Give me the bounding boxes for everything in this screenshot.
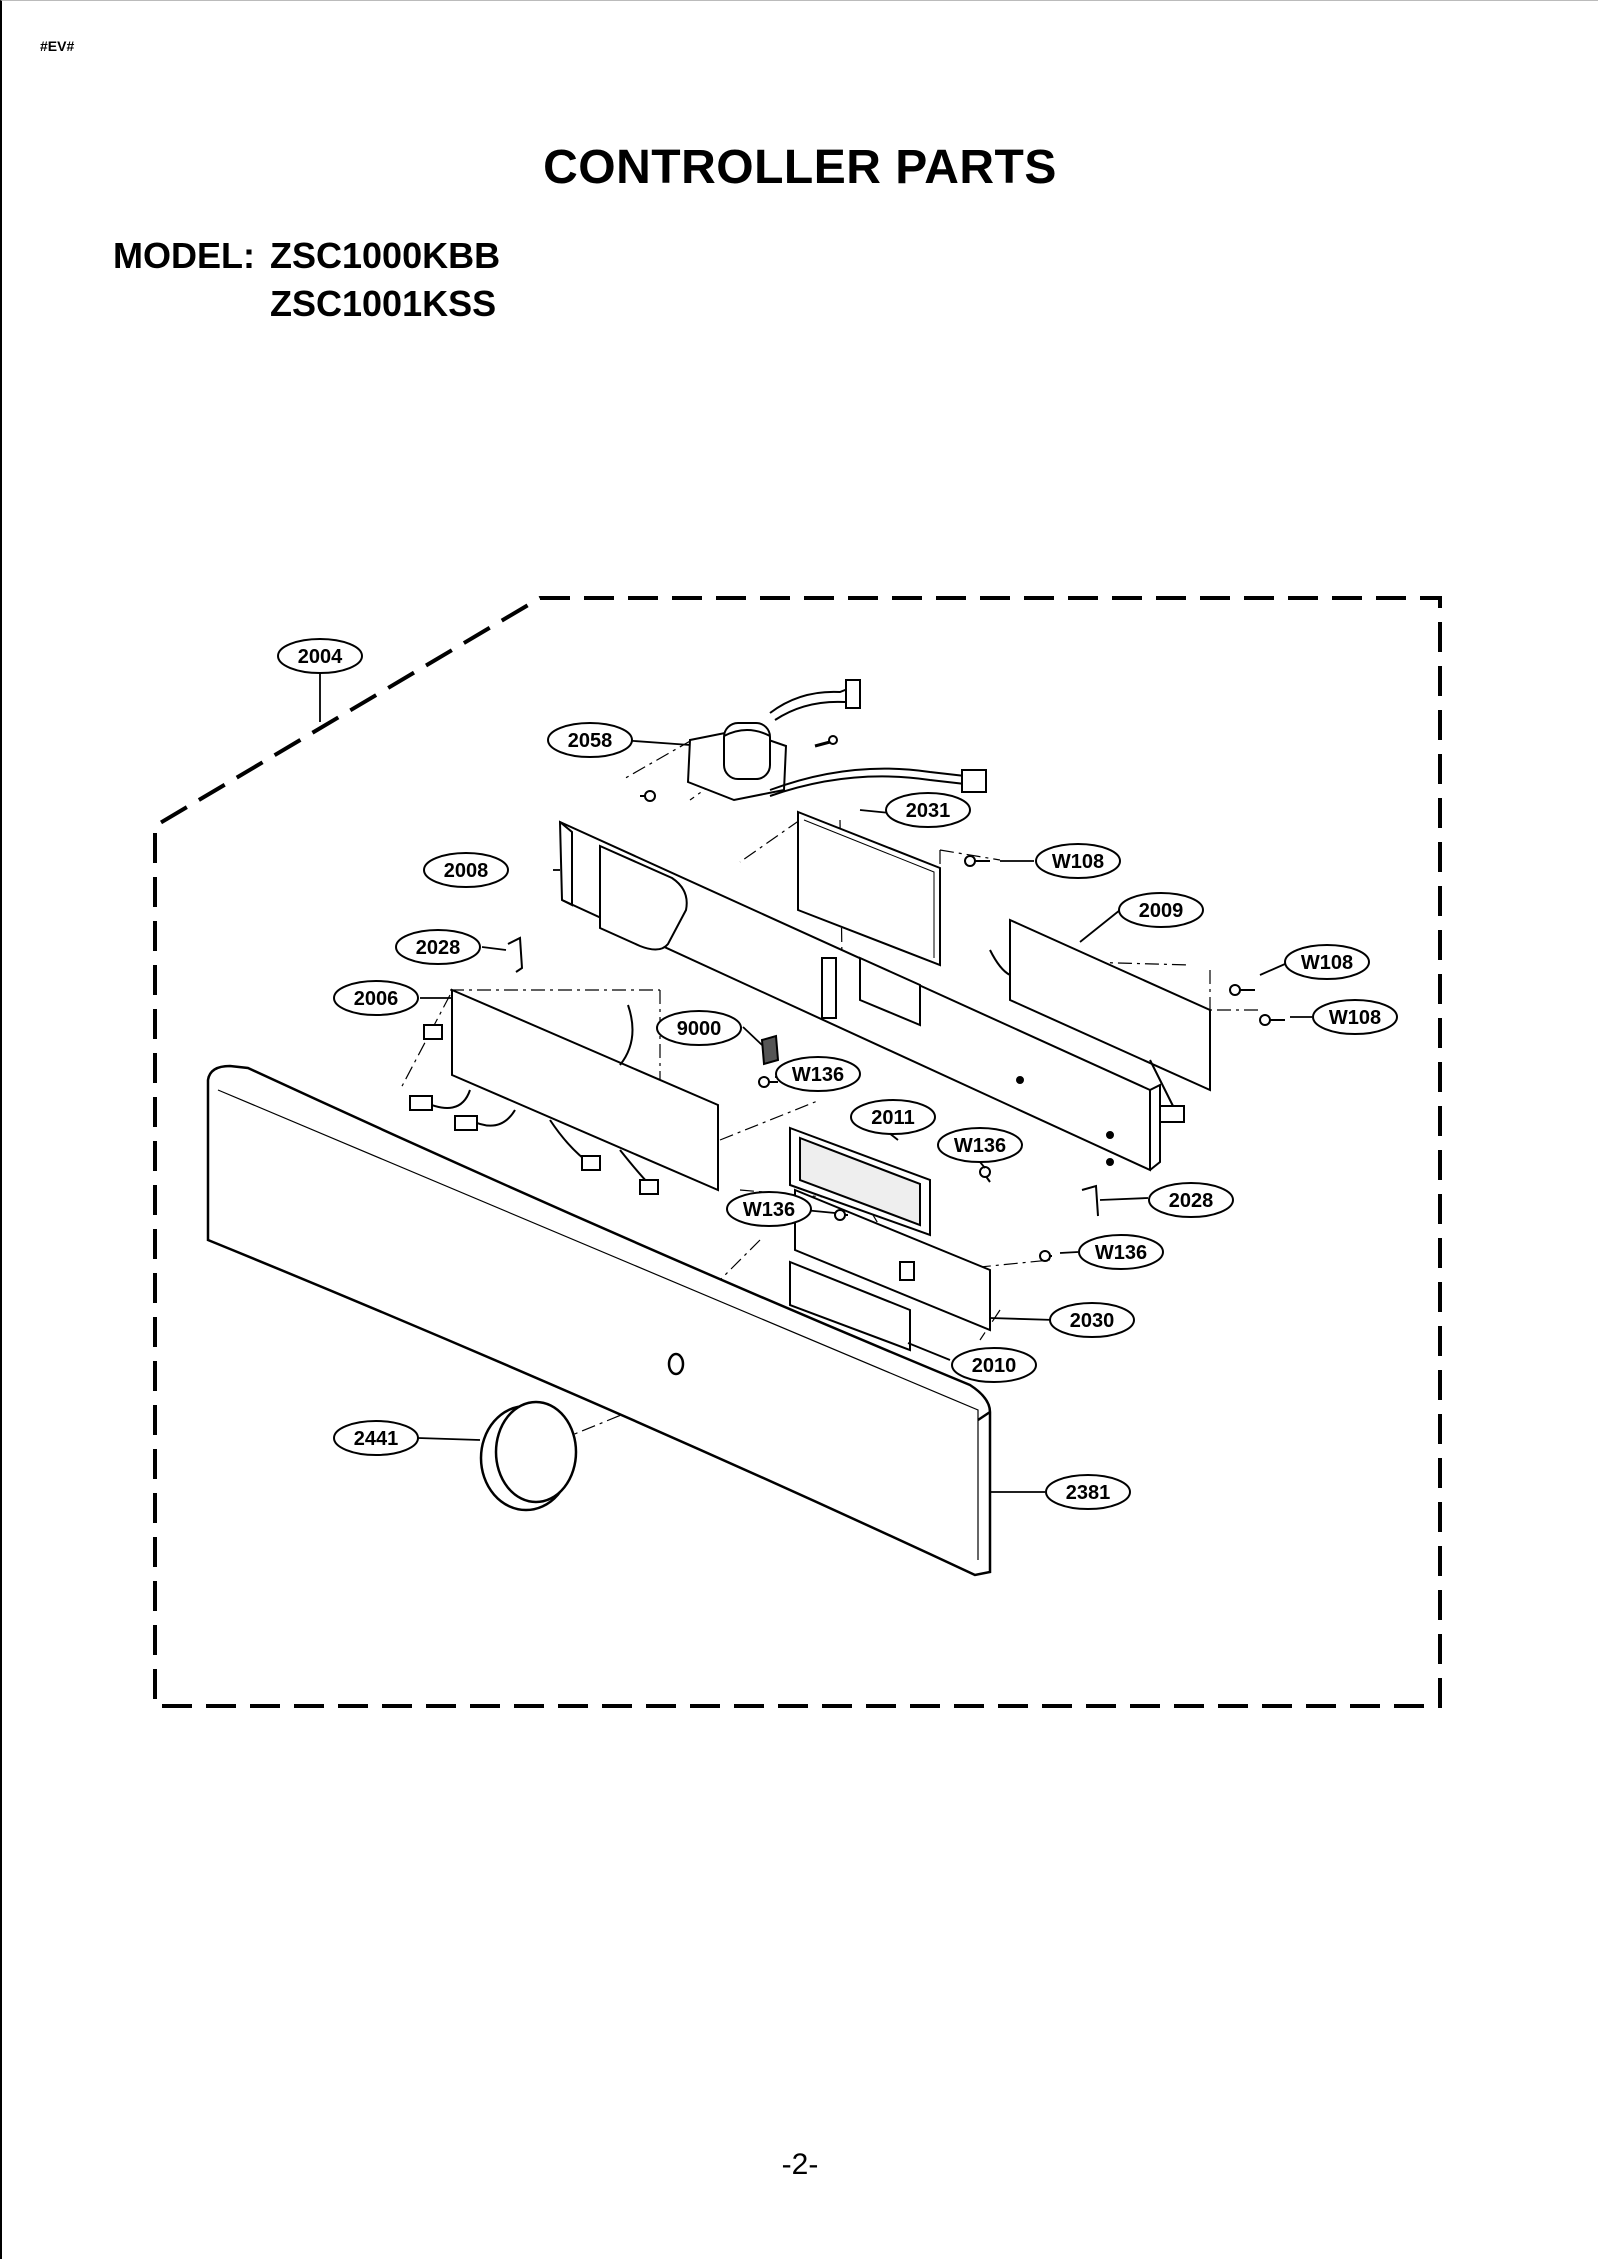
screw-icon bbox=[979, 1166, 991, 1183]
callout-2441: 2441 bbox=[354, 1428, 399, 1450]
callout-w136-d: W136 bbox=[1095, 1242, 1147, 1264]
callout-w136-a: W136 bbox=[792, 1064, 844, 1086]
pcb-2006 bbox=[409, 988, 719, 1195]
callout-w108-b: W108 bbox=[1301, 952, 1353, 974]
pcb-2031 bbox=[797, 810, 941, 967]
pcb-2009 bbox=[989, 918, 1211, 1123]
transformer bbox=[686, 679, 987, 802]
model-number-1: ZSC1000KBB bbox=[270, 235, 501, 276]
screw-icon bbox=[834, 1209, 848, 1221]
control-panel bbox=[206, 1064, 992, 1577]
callout-2008: 2008 bbox=[444, 860, 489, 882]
screw-icon bbox=[1259, 1014, 1285, 1026]
callout-ovals bbox=[277, 638, 1398, 1510]
callout-w136-c: W136 bbox=[743, 1199, 795, 1221]
callout-2004: 2004 bbox=[298, 646, 343, 668]
screw-icon bbox=[758, 1076, 778, 1088]
callout-2006: 2006 bbox=[354, 988, 399, 1010]
screw-icon bbox=[964, 855, 990, 867]
screw-icon bbox=[640, 790, 656, 802]
window-2010 bbox=[789, 1260, 911, 1352]
page-number: -2- bbox=[781, 2148, 819, 2181]
callout-2011: 2011 bbox=[871, 1107, 914, 1129]
clip-2028 bbox=[507, 936, 1099, 1217]
callout-9000: 9000 bbox=[677, 1018, 722, 1040]
callout-2010: 2010 bbox=[972, 1355, 1017, 1377]
assembly-boundary bbox=[153, 596, 1442, 1708]
callout-2028-a: 2028 bbox=[416, 937, 461, 959]
controller-bracket bbox=[558, 820, 1161, 1172]
callout-2009: 2009 bbox=[1139, 900, 1184, 922]
callout-2381: 2381 bbox=[1066, 1482, 1111, 1504]
screw-icon bbox=[1039, 1250, 1052, 1262]
component-9000 bbox=[760, 1034, 780, 1066]
screws bbox=[640, 790, 1285, 1262]
callout-w108-a: W108 bbox=[1052, 851, 1104, 873]
callout-2031: 2031 bbox=[906, 800, 951, 822]
knob bbox=[479, 1400, 578, 1512]
pcb-2030 bbox=[794, 1188, 991, 1332]
callout-2028-b: 2028 bbox=[1169, 1190, 1214, 1212]
callout-2030: 2030 bbox=[1070, 1310, 1115, 1332]
callout-2058: 2058 bbox=[568, 730, 613, 752]
display-2011 bbox=[789, 1126, 931, 1237]
leader-lines bbox=[319, 673, 1312, 1493]
model-label: MODEL: bbox=[113, 235, 255, 276]
callout-w108-c: W108 bbox=[1329, 1007, 1381, 1029]
document-code: #EV# bbox=[40, 38, 75, 54]
callout-w136-b: W136 bbox=[954, 1135, 1006, 1157]
screw-icon bbox=[1229, 984, 1255, 996]
page-title: CONTROLLER PARTS bbox=[543, 141, 1057, 194]
model-number-2: ZSC1001KSS bbox=[270, 283, 497, 324]
